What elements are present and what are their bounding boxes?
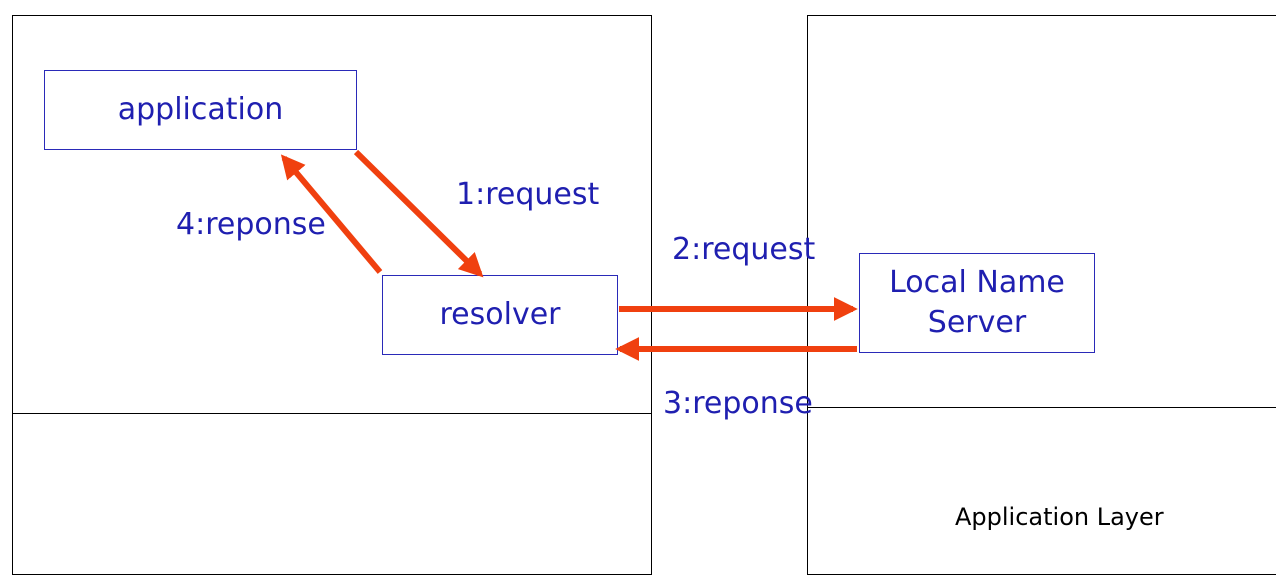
local-name-server-label-line2: Server [927, 305, 1027, 340]
local-name-server-label-line1: Local Name [889, 265, 1065, 300]
client-host-divider [12, 413, 652, 414]
local-name-server-node: Local Name Server [859, 253, 1095, 353]
application-node: application [44, 70, 357, 150]
request-arrow-app-to-resolver [353, 149, 484, 278]
arrows-layer [280, 149, 858, 361]
step1-request-label: 1:request [456, 177, 600, 212]
step4-response-label: 4:reponse [176, 207, 326, 242]
resolver-node-label: resolver [439, 297, 561, 332]
resolver-node: resolver [382, 275, 618, 355]
footer-caption: Application Layer [955, 503, 1164, 531]
response-arrow-resolver-to-app [280, 154, 383, 274]
step2-request-label: 2:request [672, 232, 816, 267]
application-node-label: application [117, 92, 284, 127]
step3-response-label: 3:reponse [663, 386, 813, 421]
server-host-divider [807, 407, 1276, 408]
